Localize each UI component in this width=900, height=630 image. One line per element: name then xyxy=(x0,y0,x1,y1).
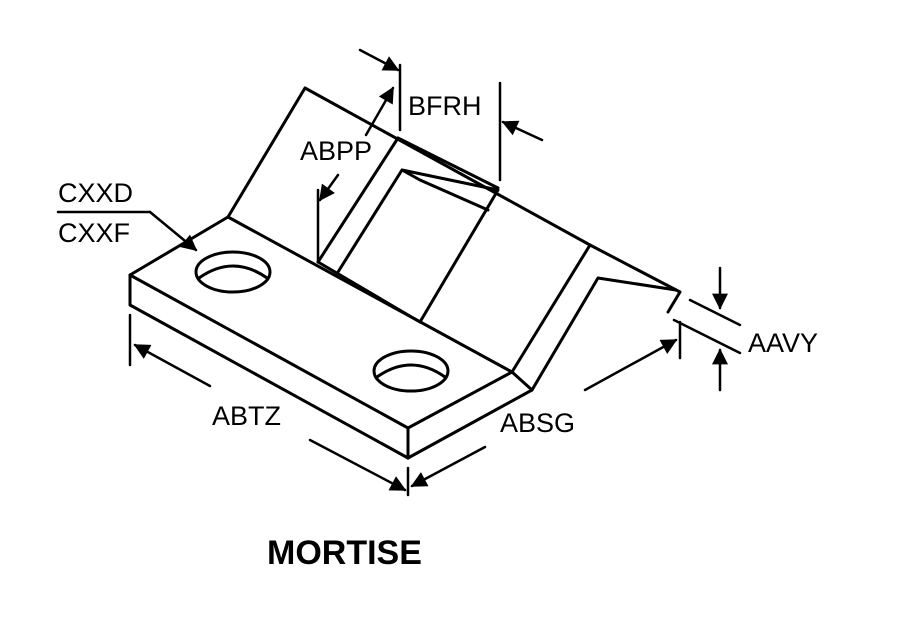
mounting-hole-right xyxy=(372,349,450,393)
slot-bottom xyxy=(316,260,422,324)
wall-inner-edge xyxy=(530,276,678,392)
aavy-label: AAVY xyxy=(748,328,818,358)
diagram-title: MORTISE xyxy=(267,534,422,572)
dimension-abpp: ABPP xyxy=(300,86,395,264)
cxxf-label: CXXF xyxy=(58,218,130,248)
top-flange xyxy=(588,243,682,314)
dimension-absg: ABSG xyxy=(410,320,682,488)
rising-wall xyxy=(226,86,592,374)
mortise-slot xyxy=(316,136,500,324)
dimension-abtz: ABTZ xyxy=(128,313,410,497)
abtz-label: ABTZ xyxy=(212,401,281,431)
dimension-cxxd-cxxf: CXXD CXXF xyxy=(56,178,198,252)
cxxd-label: CXXD xyxy=(58,178,133,208)
base-plate-top xyxy=(128,215,514,430)
mortise-part xyxy=(128,86,682,460)
bfrh-label: BFRH xyxy=(408,91,482,121)
base-plate-front xyxy=(128,273,410,460)
absg-label: ABSG xyxy=(500,408,575,438)
dimension-bfrh: BFRH xyxy=(358,48,544,182)
abpp-label: ABPP xyxy=(300,136,372,166)
dimension-aavy: AAVY xyxy=(672,266,818,392)
mounting-hole-left xyxy=(194,250,272,294)
